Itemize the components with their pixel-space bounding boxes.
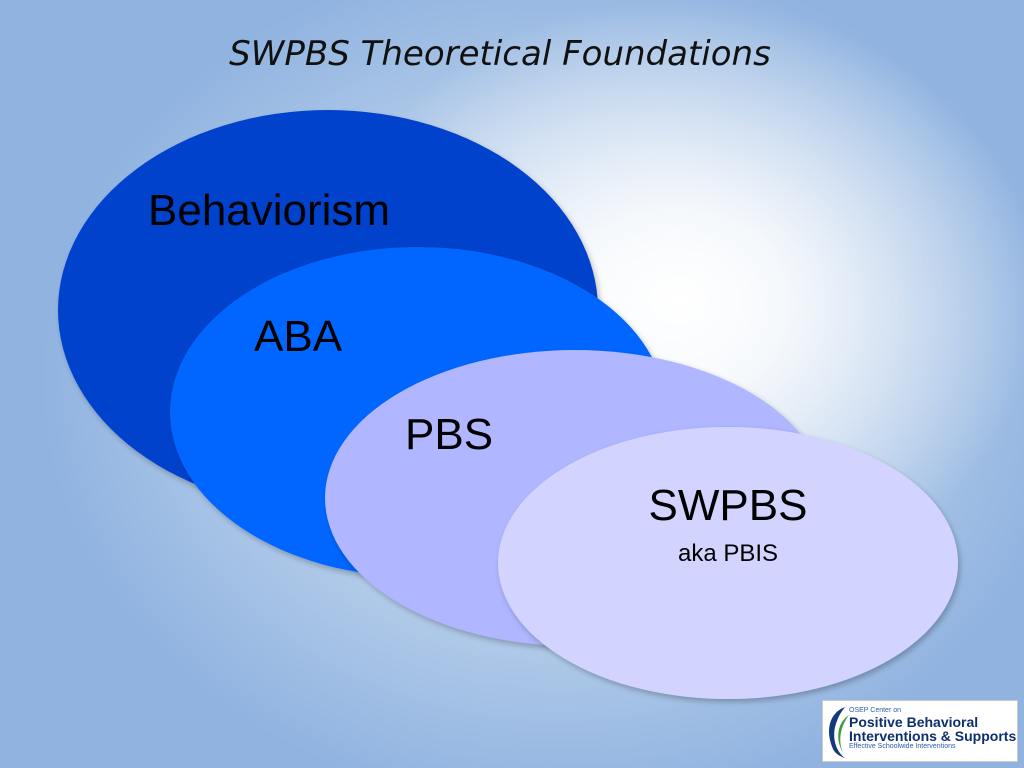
logo-line-osep: OSEP Center on bbox=[849, 707, 902, 714]
label-aba: ABA bbox=[254, 312, 343, 361]
logo-line-interventions-supports: Interventions & Supports bbox=[849, 728, 1017, 744]
logo-text: OSEP Center on Positive Behavioral Inter… bbox=[849, 707, 1017, 751]
logo-line-positive-behavioral: Positive Behavioral bbox=[849, 714, 979, 730]
label-pbs: PBS bbox=[405, 410, 493, 459]
label-behaviorism: Behaviorism bbox=[148, 186, 390, 235]
label-swpbs: SWPBS bbox=[649, 481, 808, 530]
logo-line-effective: Effective Schoolwide Interventions bbox=[849, 743, 956, 750]
pbis-logo: OSEP Center on Positive Behavioral Inter… bbox=[822, 700, 1018, 762]
ellipse-swpbs bbox=[498, 427, 958, 699]
sublabel-aka-pbis: aka PBIS bbox=[678, 540, 778, 567]
logo-swoosh-icon bbox=[829, 707, 849, 758]
slide-title: SWPBS Theoretical Foundations bbox=[229, 34, 771, 74]
